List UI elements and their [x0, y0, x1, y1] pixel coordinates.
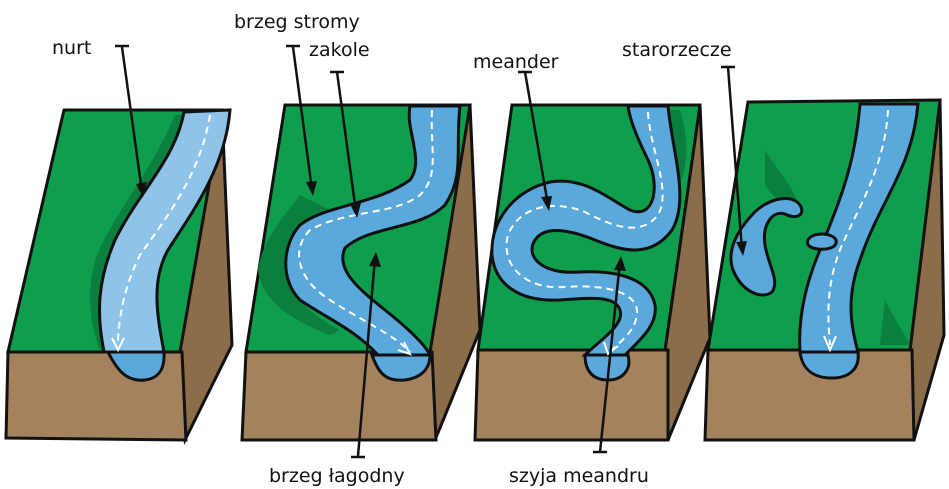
block-3-meander-river [475, 105, 710, 440]
block-4-small-pond [807, 234, 836, 249]
label-starorzecze: starorzecze [622, 39, 732, 61]
block-3-front-face [475, 350, 668, 440]
label-zakole: zakole [309, 39, 370, 61]
block-1-straight-river [6, 110, 232, 440]
label-brzeg-stromy: brzeg stromy [234, 11, 360, 33]
block-2-bend-river [242, 105, 480, 440]
label-nurt: nurt [52, 37, 91, 59]
label-meander: meander [473, 51, 559, 73]
block-4-oxbow-lake [705, 100, 944, 440]
label-szyja-meandru: szyja meandru [509, 465, 649, 487]
label-brzeg-lagodny: brzeg łagodny [269, 465, 405, 487]
